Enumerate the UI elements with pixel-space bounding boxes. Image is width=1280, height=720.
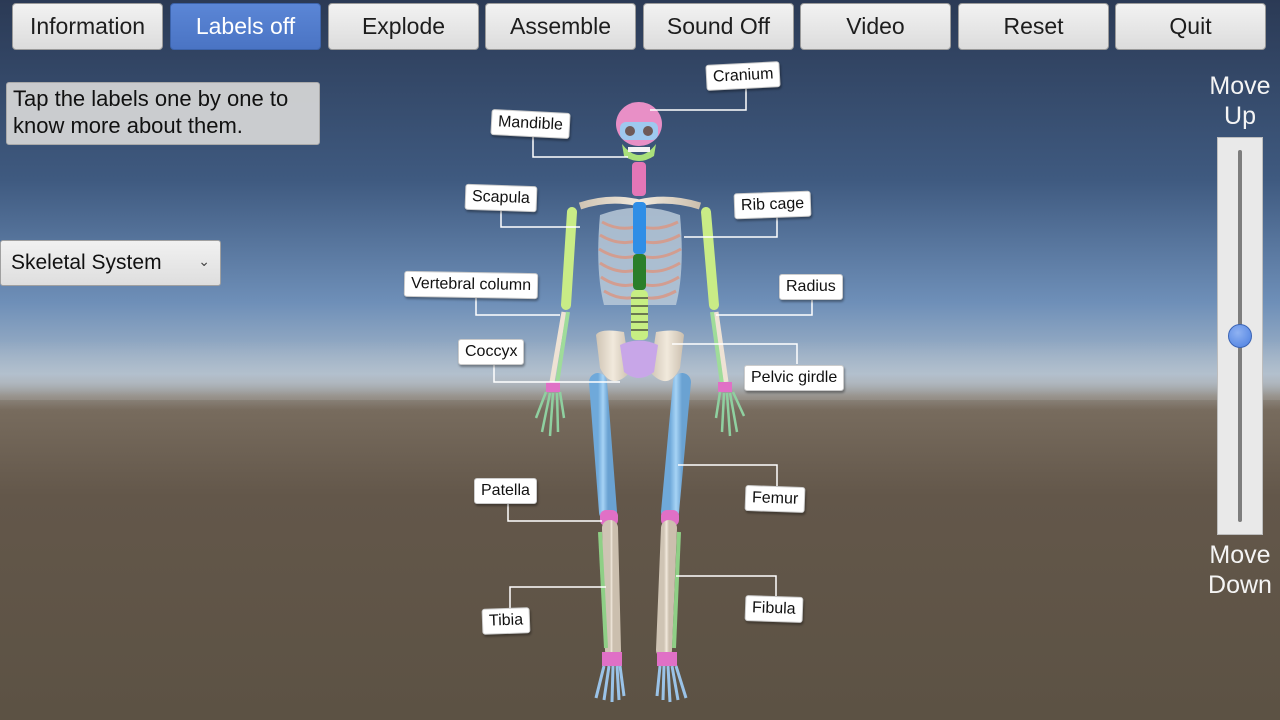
move-slider-handle[interactable] — [1228, 324, 1252, 348]
video-button[interactable]: Video — [800, 3, 951, 50]
spine — [631, 254, 648, 340]
quit-button[interactable]: Quit — [1115, 3, 1266, 50]
labels-off-button[interactable]: Labels off — [170, 3, 321, 50]
move-down-label: Move Down — [1208, 541, 1272, 599]
label-femur[interactable]: Femur — [744, 484, 806, 514]
label-vertebral-column[interactable]: Vertebral column — [403, 270, 539, 300]
label-patella[interactable]: Patella — [474, 478, 537, 504]
assemble-button[interactable]: Assemble — [485, 3, 636, 50]
information-button[interactable]: Information — [12, 3, 163, 50]
skull — [616, 102, 662, 161]
label-cranium[interactable]: Cranium — [705, 61, 782, 91]
move-up-label: Move Up — [1209, 72, 1271, 130]
ground-plane — [0, 400, 1280, 720]
label-tibia[interactable]: Tibia — [481, 607, 531, 635]
instruction-text: Tap the labels one by one to know more a… — [6, 82, 320, 145]
system-select-value: Skeletal System — [11, 251, 162, 274]
arms — [534, 207, 746, 437]
sound-off-button[interactable]: Sound Off — [643, 3, 794, 50]
chevron-down-icon: ⌄ — [198, 253, 210, 269]
pelvis — [596, 330, 684, 382]
label-pelvic-girdle[interactable]: Pelvic girdle — [744, 365, 845, 391]
label-coccyx[interactable]: Coccyx — [458, 339, 525, 365]
label-radius[interactable]: Radius — [779, 274, 843, 300]
cervical-spine — [632, 162, 646, 196]
label-leader-lines — [475, 88, 813, 608]
toolbar: Information Labels off Explode Assemble … — [0, 0, 1280, 54]
legs — [589, 373, 691, 703]
label-fibula[interactable]: Fibula — [744, 595, 804, 623]
reset-button[interactable]: Reset — [958, 3, 1109, 50]
system-select[interactable]: Skeletal System ⌄ — [0, 240, 221, 286]
label-rib-cage[interactable]: Rib cage — [733, 190, 812, 220]
explode-button[interactable]: Explode — [328, 3, 479, 50]
label-mandible[interactable]: Mandible — [490, 108, 571, 140]
label-scapula[interactable]: Scapula — [464, 183, 538, 213]
